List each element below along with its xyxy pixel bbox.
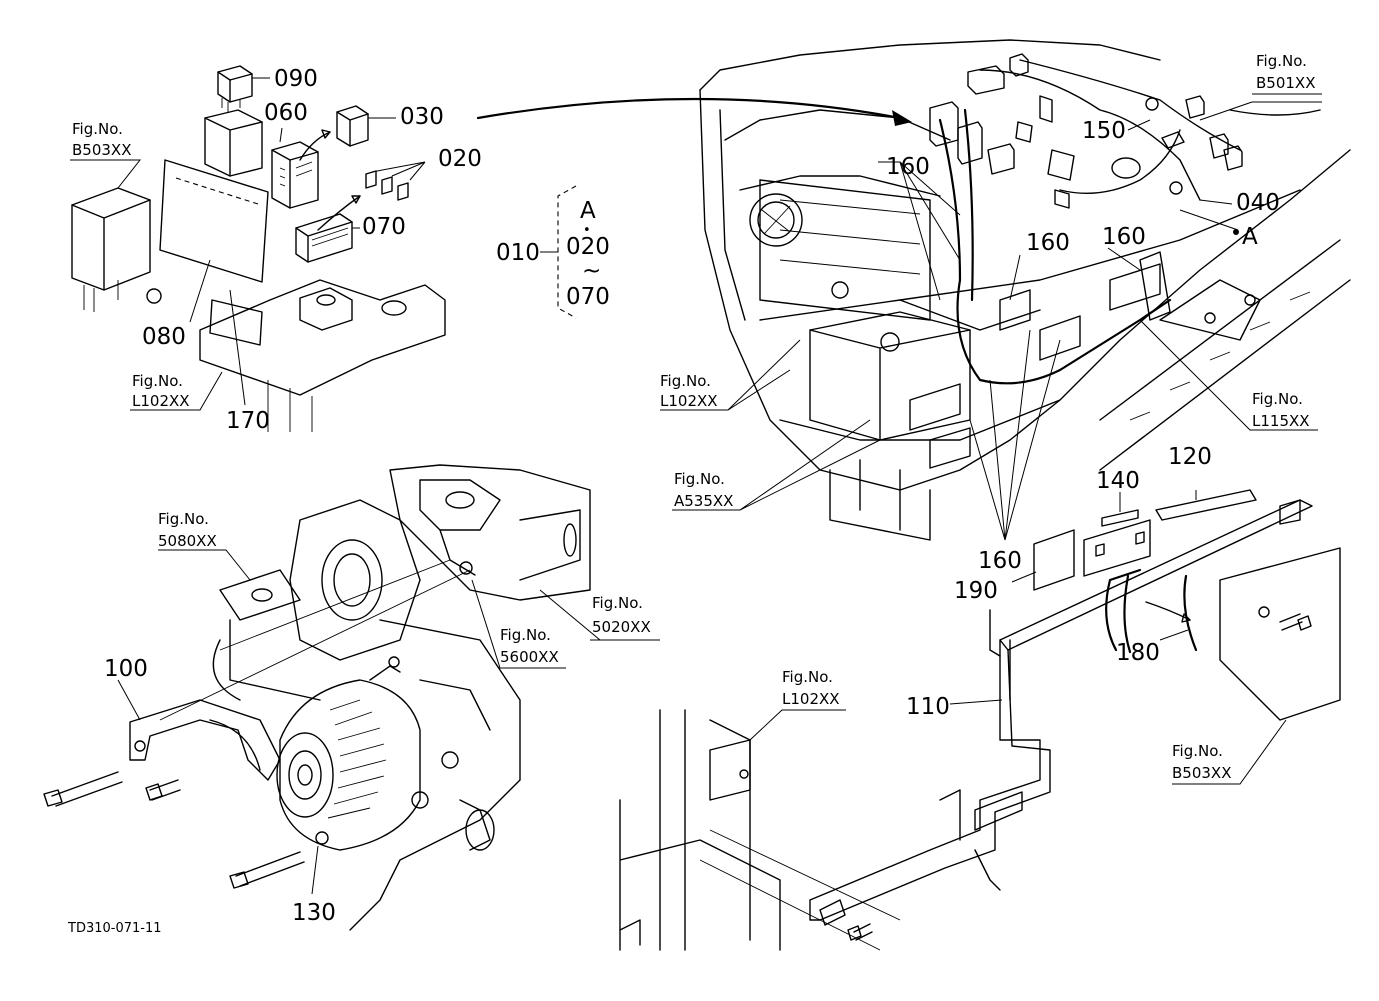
svg-text:Fig.No.: Fig.No. [132, 372, 183, 390]
svg-text:L102XX: L102XX [782, 690, 840, 708]
relay-030-shape [336, 105, 369, 147]
label-100: 100 [104, 656, 148, 682]
label-160-a: 160 [886, 154, 930, 180]
label-range-to: 070 [566, 284, 610, 310]
relay-090-shape [217, 65, 253, 112]
figref-l102-bottom: Fig.No. L102XX [782, 668, 840, 708]
label-180: 180 [1116, 640, 1160, 666]
label-010: 010 [496, 240, 540, 266]
svg-text:Fig.No.: Fig.No. [1252, 390, 1303, 408]
sensor-switches-shape [929, 53, 1243, 209]
relay-base-060-shape [204, 109, 319, 209]
svg-text:5080XX: 5080XX [158, 532, 217, 550]
svg-text:L102XX: L102XX [132, 392, 190, 410]
label-range-tilde: ~ [582, 258, 601, 284]
relay-board-assembly [71, 65, 446, 432]
fuses-020-shape [365, 170, 409, 201]
svg-text:5020XX: 5020XX [592, 618, 651, 636]
label-120: 120 [1168, 444, 1212, 470]
svg-text:Fig.No.: Fig.No. [592, 594, 643, 612]
pad-120-shape [1155, 489, 1257, 521]
label-range-from: 020 [566, 234, 610, 260]
svg-text:Fig.No.: Fig.No. [72, 120, 123, 138]
label-view-a: A [1242, 224, 1258, 250]
figref-l102-left: Fig.No. L102XX [132, 372, 190, 410]
label-140: 140 [1096, 468, 1140, 494]
main-relay-shape [71, 187, 162, 312]
svg-text:Fig.No.: Fig.No. [660, 372, 711, 390]
svg-text:Fig.No.: Fig.No. [158, 510, 209, 528]
label-detail-letter: A [580, 198, 596, 224]
fuse-block-070-shape [295, 213, 353, 263]
pad-140-shape [1101, 509, 1139, 527]
figref-b503-bottom: Fig.No. B503XX [1172, 742, 1231, 782]
svg-text:Fig.No.: Fig.No. [782, 668, 833, 686]
figref-l115: Fig.No. L115XX [1252, 390, 1310, 430]
figref-l102-mid: Fig.No. L102XX [660, 372, 718, 410]
svg-text:Fig.No.: Fig.No. [1172, 742, 1223, 760]
label-170: 170 [226, 408, 270, 434]
figref-5020: Fig.No. 5020XX [592, 594, 651, 636]
frame-bracket-shape [199, 279, 446, 432]
figref-a535: Fig.No. A535XX [674, 470, 733, 510]
label-150: 150 [1082, 118, 1126, 144]
label-detail-dot: • [583, 223, 591, 238]
label-020: 020 [438, 146, 482, 172]
label-030: 030 [400, 104, 444, 130]
figref-b503-top: Fig.No. B503XX [70, 120, 138, 161]
label-070: 070 [362, 214, 406, 240]
figref-b501: Fig.No. B501XX [1252, 52, 1322, 95]
label-080: 080 [142, 324, 186, 350]
battery-bracket-assembly [619, 489, 1341, 951]
svg-text:L115XX: L115XX [1252, 412, 1310, 430]
svg-text:5600XX: 5600XX [500, 648, 559, 666]
svg-text:Fig.No.: Fig.No. [500, 626, 551, 644]
svg-text:Fig.No.: Fig.No. [674, 470, 725, 488]
label-130: 130 [292, 900, 336, 926]
pad-190-shape [1033, 529, 1075, 591]
label-190: 190 [954, 578, 998, 604]
label-040: 040 [1236, 190, 1280, 216]
figref-5600: Fig.No. 5600XX [500, 626, 559, 666]
tractor-front-assembly [699, 39, 1351, 541]
label-160-c: 160 [1102, 224, 1146, 250]
board-080-shape [159, 159, 269, 283]
svg-text:Fig.No.: Fig.No. [1256, 52, 1307, 70]
svg-text:B503XX: B503XX [72, 141, 131, 159]
svg-text:B503XX: B503XX [1172, 764, 1231, 782]
svg-text:B501XX: B501XX [1256, 74, 1315, 92]
label-160-b: 160 [1026, 230, 1070, 256]
label-160-d: 160 [978, 548, 1022, 574]
label-090: 090 [274, 66, 318, 92]
svg-text:A535XX: A535XX [674, 492, 733, 510]
engine-alternator-assembly [43, 464, 591, 931]
svg-text:L102XX: L102XX [660, 392, 718, 410]
label-110: 110 [906, 694, 950, 720]
figref-5080: Fig.No. 5080XX [158, 510, 217, 550]
detail-arrow [476, 97, 902, 120]
diagram-code: TD310-071-11 [67, 921, 162, 936]
label-060: 060 [264, 100, 308, 126]
